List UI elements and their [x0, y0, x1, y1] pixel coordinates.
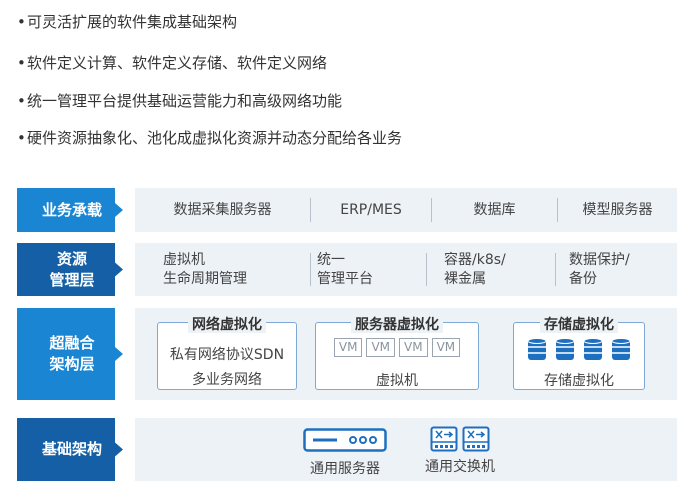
vm-icon: VM — [333, 338, 363, 357]
general-switch-caption: 通用交换机 — [425, 459, 495, 475]
feature-bullet: •硬件资源抽象化、池化成虚拟化资源并动态分配给各业务 — [17, 129, 403, 147]
switch-icon-group — [430, 426, 490, 452]
resource-item: 统一管理平台 — [317, 251, 373, 287]
resource-layer-label: 资源管理层 — [17, 243, 127, 296]
vm-icon: VM — [399, 338, 428, 357]
general-server: 通用服务器 — [290, 418, 400, 481]
feature-bullet: •软件定义计算、软件定义存储、软件定义网络 — [17, 54, 328, 72]
database-icon — [583, 338, 603, 360]
divider — [426, 253, 427, 286]
storage-virtualization-box: 存储虚拟化 — [513, 317, 645, 390]
business-layer-panel: 数据采集服务器 ERP/MES 数据库 模型服务器 — [135, 188, 677, 232]
vm-row: VM VM VM VM — [316, 338, 478, 357]
server-icon — [303, 428, 387, 452]
divider — [310, 198, 311, 222]
resource-layer-panel: 虚拟机生命周期管理 统一管理平台 容器/k8s/裸金属 数据保护/备份 — [135, 243, 677, 296]
database-icon — [527, 338, 547, 360]
vm-icon: VM — [366, 338, 395, 357]
switch-icon — [430, 426, 458, 452]
network-virtualization-box: 网络虚拟化 私有网络协议SDN 多业务网络 — [157, 317, 297, 390]
divider — [310, 253, 311, 286]
database-icon-row — [514, 338, 644, 362]
business-layer-label: 业务承载 — [17, 188, 127, 232]
business-layer: 业务承载 数据采集服务器 ERP/MES 数据库 模型服务器 — [17, 188, 677, 232]
divider — [431, 198, 432, 222]
business-item: 数据采集服务器 — [173, 201, 272, 218]
infrastructure-layer: 基础架构 通用服务器 — [17, 418, 677, 481]
resource-item: 容器/k8s/裸金属 — [444, 251, 506, 287]
infrastructure-layer-label: 基础架构 — [17, 418, 127, 481]
network-virtualization-line1: 私有网络协议SDN — [169, 347, 285, 363]
vm-icon: VM — [431, 338, 461, 357]
business-item: 数据库 — [473, 201, 516, 218]
resource-item: 数据保护/备份 — [569, 251, 630, 287]
hci-layer-label: 超融合架构层 — [17, 308, 127, 400]
resource-item: 虚拟机生命周期管理 — [163, 251, 247, 287]
server-virtualization-box: 服务器虚拟化 VM VM VM VM 虚拟机 — [315, 317, 479, 390]
server-virtualization-caption: 虚拟机 — [376, 373, 418, 389]
resource-layer: 资源管理层 虚拟机生命周期管理 统一管理平台 容器/k8s/裸金属 数据保护/备… — [17, 243, 677, 296]
business-item: 模型服务器 — [582, 201, 653, 218]
infrastructure-layer-panel: 通用服务器 — [135, 418, 677, 481]
divider — [557, 198, 558, 222]
database-icon — [555, 338, 575, 360]
feature-bullet: •统一管理平台提供基础运营能力和高级网络功能 — [17, 92, 343, 110]
business-item: ERP/MES — [340, 201, 402, 218]
general-switch: 通用交换机 — [405, 418, 515, 481]
hci-layer: 超融合架构层 网络虚拟化 私有网络协议SDN 多业务网络 服务器虚拟化 VM V… — [17, 308, 677, 400]
database-icon — [611, 338, 631, 360]
network-virtualization-line2: 多业务网络 — [192, 372, 262, 388]
switch-icon — [462, 426, 490, 452]
divider — [555, 253, 556, 286]
network-virtualization-title: 网络虚拟化 — [188, 317, 266, 333]
feature-bullet: •可灵活扩展的软件集成基础架构 — [17, 13, 238, 31]
storage-virtualization-caption: 存储虚拟化 — [544, 373, 614, 389]
general-server-caption: 通用服务器 — [310, 461, 380, 477]
server-virtualization-title: 服务器虚拟化 — [351, 317, 443, 333]
storage-virtualization-title: 存储虚拟化 — [540, 317, 618, 333]
hci-layer-panel: 网络虚拟化 私有网络协议SDN 多业务网络 服务器虚拟化 VM VM VM VM… — [135, 308, 677, 400]
